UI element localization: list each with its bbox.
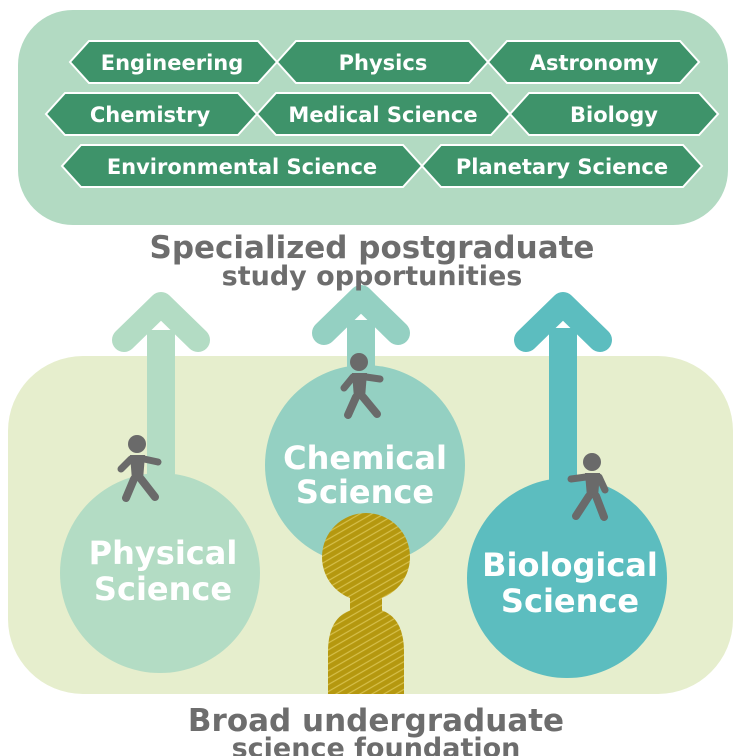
biological-science-label-line1: Biological	[482, 546, 658, 584]
postgraduate-caption-line1: Specialized postgraduate	[150, 230, 595, 266]
physical-science-circle	[60, 473, 260, 673]
walker-biological-icon	[567, 453, 609, 521]
physical-science-label-line1: Physical	[89, 534, 238, 572]
biological-science-circle	[467, 478, 667, 678]
postgraduate-caption-line2: study opportunities	[222, 261, 523, 292]
field-tag-physics: Physics	[275, 40, 490, 84]
field-tag-label: Engineering	[101, 51, 244, 75]
field-tag-chemistry: Chemistry	[44, 92, 259, 136]
walker-physical-icon	[117, 435, 162, 502]
field-tag-label: Environmental Science	[107, 155, 377, 179]
student-silhouette	[322, 513, 410, 694]
walker-chemical-icon	[340, 353, 384, 419]
undergraduate-caption-line1: Broad undergraduate	[188, 703, 564, 739]
field-tag-label: Physics	[339, 51, 428, 75]
field-tag-planetary-science: Planetary Science	[420, 144, 704, 188]
field-tag-label: Medical Science	[288, 103, 477, 127]
physical-science-label-line2: Science	[94, 570, 232, 608]
field-tag-astronomy: Astronomy	[486, 40, 701, 84]
field-tag-label: Biology	[570, 103, 658, 127]
chemical-science-label-line1: Chemical	[283, 439, 447, 477]
field-tag-engineering: Engineering	[68, 40, 279, 84]
field-tag-medical-science: Medical Science	[255, 92, 512, 136]
field-tag-label: Planetary Science	[456, 155, 668, 179]
biological-science-label-line2: Science	[501, 582, 639, 620]
undergraduate-caption-line2: science foundation	[232, 733, 521, 756]
chemical-science-label-line2: Science	[296, 473, 434, 511]
field-tag-biology: Biology	[508, 92, 720, 136]
field-tag-environmental-science: Environmental Science	[60, 144, 424, 188]
field-tag-label: Astronomy	[530, 51, 659, 75]
chemical-science-circle	[265, 365, 465, 565]
field-tag-label: Chemistry	[90, 103, 211, 127]
